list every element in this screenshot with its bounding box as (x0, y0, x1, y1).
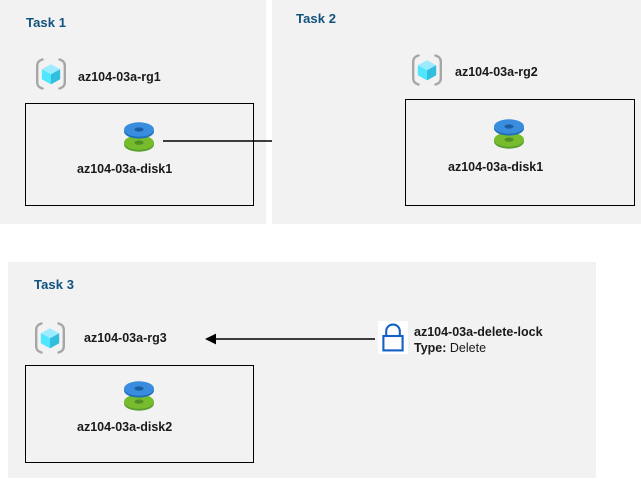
lock-label: az104-03a-delete-lock (414, 325, 543, 339)
lock-type-row: Type: Delete (414, 341, 486, 355)
lock-icon (378, 321, 408, 354)
lock-type-value: Delete (449, 341, 487, 355)
resource-group-label-rg2: az104-03a-rg2 (455, 65, 538, 79)
disk-icon (118, 375, 160, 415)
disk-label-disk1-task1: az104-03a-disk1 (77, 162, 173, 176)
disk-label-disk2: az104-03a-disk2 (77, 420, 173, 434)
lock-type-key: Type: (414, 341, 447, 355)
panel-task-1-title: Task 1 (26, 15, 67, 30)
resource-group-box-rg1 (25, 103, 254, 206)
disk-label-disk1-task2: az104-03a-disk1 (448, 160, 544, 174)
panel-task-2-title: Task 2 (296, 11, 337, 26)
resource-group-label-rg1: az104-03a-rg1 (78, 70, 161, 84)
resource-group-icon (34, 57, 68, 91)
disk-icon (488, 113, 530, 153)
connector-lock-arrow (205, 329, 375, 349)
panel-task-3-title: Task 3 (34, 277, 75, 292)
resource-group-box-rg2 (405, 99, 635, 206)
resource-group-icon (33, 321, 67, 355)
resource-group-icon (410, 53, 444, 87)
disk-icon (118, 116, 160, 156)
resource-group-label-rg3: az104-03a-rg3 (84, 331, 167, 345)
